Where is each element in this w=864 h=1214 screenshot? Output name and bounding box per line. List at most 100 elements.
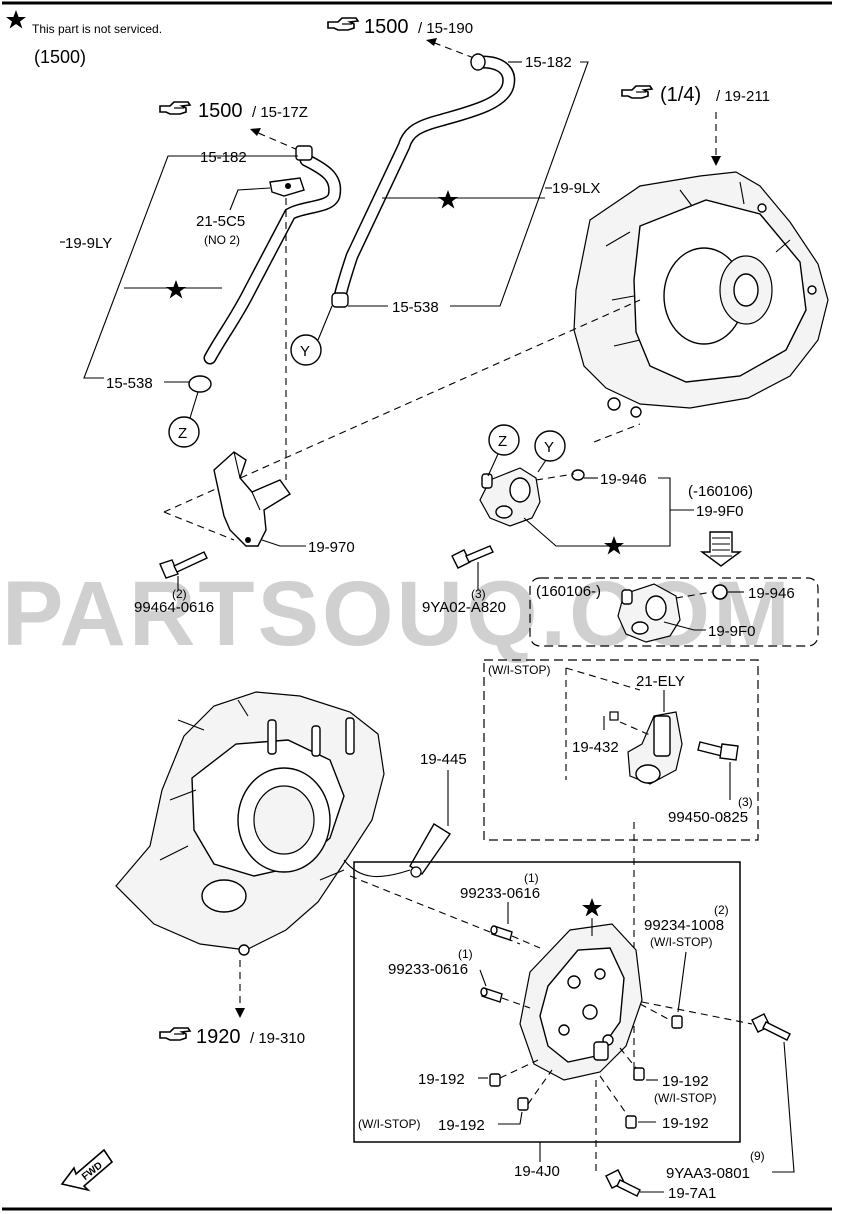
clip-21-5c5[interactable] [269, 177, 305, 197]
cover-19-4j0[interactable] [519, 923, 643, 1081]
plug-19-192-d[interactable] [625, 1115, 637, 1129]
qty-3-a: (3) [471, 587, 486, 601]
label-15-182-b[interactable]: 15-182 [200, 149, 247, 166]
qty-3-b: (3) [738, 795, 753, 809]
clutch-housing[interactable] [115, 691, 385, 956]
plug-19-192-b[interactable] [517, 1097, 529, 1111]
circle-y-upper: Y [300, 343, 310, 360]
bolt-99450-0825[interactable] [697, 741, 739, 761]
star-icon [604, 536, 624, 555]
label-99233-0616-b[interactable]: 99233-0616 [388, 961, 468, 978]
label-wi-stop-plug: (W/I-STOP) [650, 935, 712, 949]
qty-1-a: (1) [524, 871, 539, 885]
star-icon [6, 10, 26, 29]
ref-1500-15-17z[interactable]: 1500 / 15-17Z [159, 100, 308, 122]
oring-19-432[interactable] [609, 711, 619, 721]
label-160106-old: (-160106) [688, 483, 753, 500]
label-19-970[interactable]: 19-970 [308, 539, 355, 556]
pointing-hand-icon [621, 85, 653, 99]
label-21-5c5-no2: (NO 2) [204, 233, 240, 247]
dowel-99233-0616-b[interactable] [480, 987, 503, 1003]
label-19-9ly[interactable]: 19-9LY [65, 235, 112, 252]
circle-y-middle: Y [544, 439, 554, 456]
label-wi-stop-group: (W/I-STOP) [488, 663, 550, 677]
bolt-99464-0616[interactable] [159, 551, 208, 579]
star-icon [438, 190, 458, 209]
label-19-192-c[interactable]: 19-192 [438, 1117, 485, 1134]
transaxle-case[interactable] [573, 171, 829, 418]
label-15-182-a[interactable]: 15-182 [525, 54, 572, 71]
svg-text:1500: 1500 [198, 100, 243, 122]
label-19-946-a[interactable]: 19-946 [600, 471, 647, 488]
label-19-192-d[interactable]: 19-192 [662, 1115, 709, 1132]
valve-19-9f0-old[interactable] [479, 467, 541, 527]
bolt-19-7a1[interactable] [605, 1169, 641, 1197]
svg-text:/ 19-310: / 19-310 [250, 1030, 305, 1047]
circle-z-middle: Z [498, 433, 507, 450]
label-160106-new: (160106-) [536, 583, 601, 600]
qty-2-a: (2) [172, 587, 187, 601]
label-19-9f0-b[interactable]: 19-9F0 [708, 623, 756, 640]
label-99464-0616[interactable]: 99464-0616 [134, 599, 214, 616]
star-icon [166, 280, 186, 299]
label-99234-1008[interactable]: 99234-1008 [644, 917, 724, 934]
label-15-538-b[interactable]: 15-538 [106, 375, 153, 392]
star-icon [582, 898, 602, 917]
label-99233-0616-a[interactable]: 99233-0616 [460, 885, 540, 902]
group-160106 [529, 577, 819, 647]
svg-text:1920: 1920 [196, 1026, 241, 1048]
plug-19-192-a[interactable] [489, 1073, 501, 1087]
arrow-down-icon [699, 531, 743, 567]
oring-19-946-old[interactable] [571, 469, 585, 481]
label-19-432[interactable]: 19-432 [572, 739, 619, 756]
label-wi-stop-192-b: (W/I-STOP) [654, 1091, 716, 1105]
fwd-arrow-icon: FWD [60, 1148, 114, 1192]
qty-9: (9) [750, 1149, 765, 1163]
label-19-7a1[interactable]: 19-7A1 [668, 1185, 716, 1202]
hose-19-9lx[interactable] [331, 53, 516, 308]
label-19-445[interactable]: 19-445 [420, 751, 467, 768]
group-wi-stop [483, 659, 759, 841]
label-19-946-b[interactable]: 19-946 [748, 585, 795, 602]
oring-19-946-new[interactable] [712, 584, 728, 600]
ref-1500-15-190[interactable]: 1500 / 15-190 [327, 16, 473, 38]
pointing-hand-icon [159, 101, 191, 115]
pointing-hand-icon [327, 17, 359, 31]
plug-19-192-c[interactable] [633, 1067, 645, 1081]
model-code: (1500) [34, 47, 86, 67]
qty-2-b: (2) [714, 903, 729, 917]
label-19-4j0[interactable]: 19-4J0 [514, 1163, 560, 1180]
svg-text:1500: 1500 [364, 16, 409, 38]
dowel-99233-0616-a[interactable] [490, 925, 513, 941]
ref-1920-19-310[interactable]: 1920 / 19-310 [159, 1026, 305, 1048]
ref-1-4-19-211[interactable]: (1/4) / 19-211 [621, 84, 770, 106]
label-19-192-a[interactable]: 19-192 [418, 1071, 465, 1088]
svg-text:/ 15-17Z: / 15-17Z [252, 104, 308, 121]
pump-21-ely[interactable] [627, 711, 683, 785]
label-99450-0825[interactable]: 99450-0825 [668, 809, 748, 826]
group-19-4j0 [353, 861, 741, 1143]
svg-text:(1/4): (1/4) [660, 84, 701, 106]
label-19-192-b[interactable]: 19-192 [662, 1073, 709, 1090]
label-19-9lx[interactable]: 19-9LX [552, 180, 600, 197]
svg-text:/ 19-211: / 19-211 [716, 88, 770, 105]
circle-z-upper: Z [178, 425, 187, 442]
label-wi-stop-192-c: (W/I-STOP) [358, 1117, 420, 1131]
label-19-9f0-a[interactable]: 19-9F0 [696, 503, 744, 520]
bolt-9ya02-a820[interactable] [451, 545, 494, 569]
label-9yaa3-0801[interactable]: 9YAA3-0801 [666, 1165, 750, 1182]
label-15-538-a[interactable]: 15-538 [392, 299, 439, 316]
not-serviced-note: This part is not serviced. [32, 22, 162, 36]
label-9ya02-a820[interactable]: 9YA02-A820 [422, 599, 506, 616]
hose-19-9ly[interactable] [188, 145, 342, 393]
pointing-hand-icon [159, 1027, 191, 1041]
bracket-19-970[interactable] [213, 451, 292, 547]
label-21-5c5[interactable]: 21-5C5 [196, 213, 245, 230]
svg-text:/ 15-190: / 15-190 [418, 20, 473, 37]
bolt-9yaa3-0801[interactable] [751, 1013, 791, 1041]
valve-19-9f0-new[interactable] [617, 583, 681, 643]
qty-1-b: (1) [458, 947, 473, 961]
plug-99234-1008[interactable] [671, 1015, 683, 1029]
label-21-ely[interactable]: 21-ELY [636, 673, 685, 690]
